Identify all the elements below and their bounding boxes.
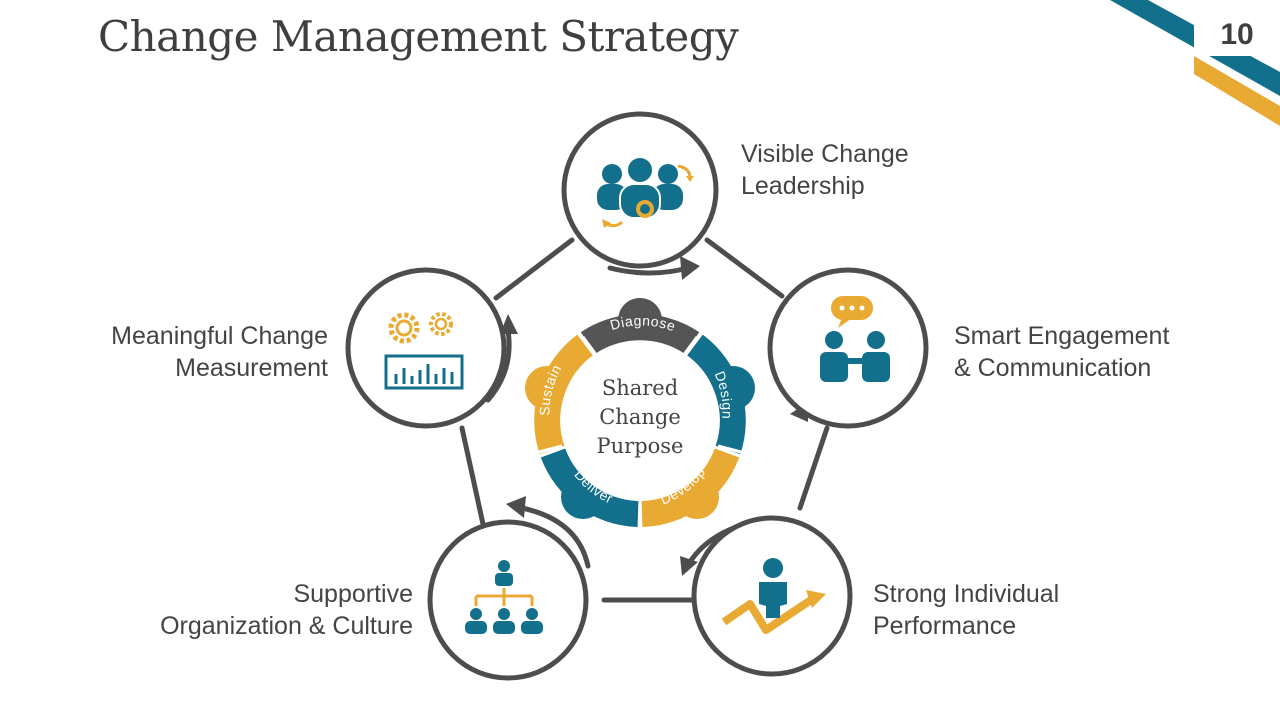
- corner-accent: [1110, 0, 1280, 126]
- label-line: Leadership: [741, 172, 865, 200]
- label-line: Supportive: [293, 580, 413, 608]
- label-line: Smart Engagement: [954, 322, 1170, 350]
- performance-growth-icon: [721, 558, 826, 634]
- center-line-2: Change: [599, 405, 681, 429]
- label-line: Meaningful Change: [111, 322, 328, 350]
- label-performance: Strong Individual Performance: [873, 578, 1059, 642]
- center-line-1: Shared: [602, 376, 678, 400]
- label-line: Visible Change: [741, 140, 909, 168]
- node-circle-organization: [427, 519, 589, 681]
- label-line: Measurement: [175, 354, 328, 382]
- node-circle-communication: [767, 267, 929, 429]
- slide-title: Change Management Strategy: [98, 12, 739, 61]
- label-organization: Supportive Organization & Culture: [160, 578, 413, 642]
- org-chart-icon: [465, 560, 543, 634]
- label-line: Organization & Culture: [160, 612, 413, 640]
- label-communication: Smart Engagement & Communication: [954, 320, 1169, 384]
- label-measurement: Meaningful Change Measurement: [111, 320, 328, 384]
- label-leadership: Visible Change Leadership: [741, 138, 909, 202]
- slide-number: 10: [1220, 18, 1254, 51]
- label-line: Strong Individual: [873, 580, 1060, 608]
- node-circle-measurement: [345, 267, 507, 429]
- label-line: & Communication: [954, 354, 1152, 382]
- center-line-3: Purpose: [597, 434, 684, 458]
- gears-chart-icon: [384, 312, 464, 390]
- cycle-arrowheads: [500, 256, 808, 576]
- center-ring: Sustain Diagnose Design Develop Deliver …: [525, 298, 755, 529]
- label-line: Performance: [873, 612, 1017, 640]
- leadership-team-icon: [597, 156, 694, 228]
- communication-icon: [820, 296, 890, 382]
